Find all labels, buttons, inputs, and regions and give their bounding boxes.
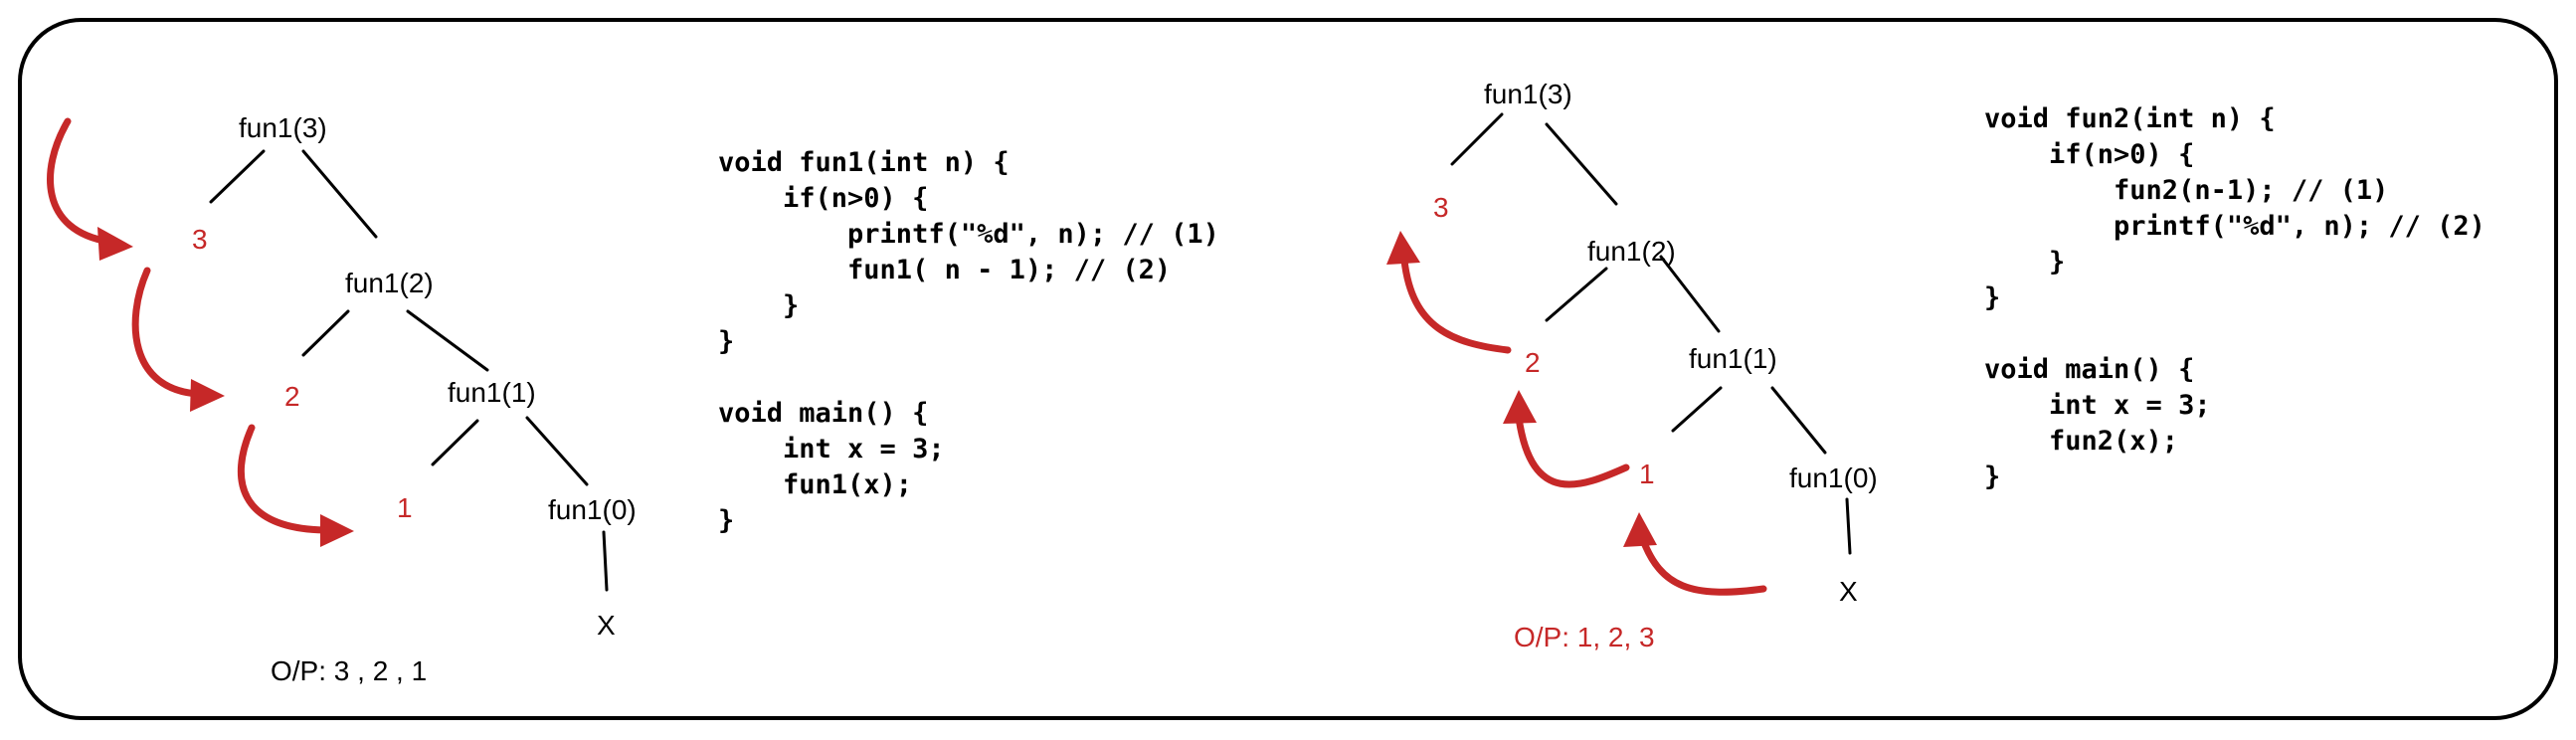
right-code-line-1: void fun2(int n) { bbox=[1984, 103, 2276, 134]
right-output-2: 2 bbox=[1525, 347, 1541, 378]
right-arrow-1-head bbox=[1623, 512, 1657, 547]
left-arrow-3 bbox=[237, 424, 328, 534]
left-code-line-8: void main() { bbox=[718, 398, 928, 429]
left-edge-1-out bbox=[431, 419, 479, 466]
right-edge-1-out bbox=[1671, 386, 1723, 433]
right-arrow-2 bbox=[1515, 414, 1630, 488]
left-arrow-1-head bbox=[97, 227, 133, 261]
right-node-x: X bbox=[1839, 576, 1858, 607]
left-code-line-4: fun1( n - 1); // (2) bbox=[718, 255, 1171, 285]
left-code-line-11: } bbox=[718, 505, 734, 536]
left-code-line-9: int x = 3; bbox=[718, 434, 945, 464]
right-code-line-10: fun2(x); bbox=[1984, 426, 2178, 457]
right-arrow-3 bbox=[1400, 257, 1512, 354]
left-edge-3-out bbox=[209, 149, 266, 204]
left-code-line-5: } bbox=[718, 290, 799, 321]
left-output-3: 3 bbox=[192, 224, 208, 255]
left-arrow-2-head bbox=[190, 379, 225, 412]
right-code-line-6: } bbox=[1984, 282, 2000, 313]
right-arrow-2-head bbox=[1503, 390, 1537, 424]
right-tree: fun1(3) fun1(2) fun1(1) fun1(0) X 3 2 1 … bbox=[1386, 79, 1878, 652]
left-edge-2-1 bbox=[406, 309, 489, 372]
right-code-line-9: int x = 3; bbox=[1984, 390, 2211, 421]
left-node-fun1-1: fun1(1) bbox=[448, 377, 536, 408]
left-node-fun1-0: fun1(0) bbox=[548, 494, 637, 525]
right-code-line-8: void main() { bbox=[1984, 354, 2194, 385]
left-edge-2-out bbox=[301, 309, 350, 357]
right-node-fun1-1: fun1(1) bbox=[1689, 343, 1777, 374]
left-tree: fun1(3) fun1(2) fun1(1) fun1(0) X 3 2 1 … bbox=[47, 112, 637, 686]
right-code-line-2: if(n>0) { bbox=[1984, 139, 2194, 170]
right-edge-2-out bbox=[1545, 267, 1608, 322]
right-edge-1-0 bbox=[1770, 386, 1827, 455]
right-code: void fun2(int n) { if(n>0) { fun2(n-1); … bbox=[1984, 103, 2485, 492]
left-output-2: 2 bbox=[284, 381, 300, 412]
left-edge-3-2 bbox=[301, 149, 378, 239]
right-edge-2-1 bbox=[1659, 255, 1721, 333]
right-edge-0-x bbox=[1845, 497, 1852, 555]
right-arrow-1 bbox=[1639, 536, 1767, 596]
left-node-fun1-2: fun1(2) bbox=[345, 268, 434, 298]
left-code-line-2: if(n>0) { bbox=[718, 183, 928, 214]
left-edge-0-x bbox=[602, 530, 609, 592]
left-node-fun1-3: fun1(3) bbox=[239, 112, 327, 143]
right-result: O/P: 1, 2, 3 bbox=[1514, 622, 1655, 652]
right-code-line-3: fun2(n-1); // (1) bbox=[1984, 175, 2388, 206]
right-edge-3-out bbox=[1450, 112, 1504, 166]
right-output-3: 3 bbox=[1433, 192, 1449, 223]
right-code-line-11: } bbox=[1984, 462, 2000, 492]
right-arrow-3-head bbox=[1386, 231, 1420, 265]
right-output-1: 1 bbox=[1639, 459, 1655, 489]
left-code-line-1: void fun1(int n) { bbox=[718, 147, 1010, 178]
right-code-line-5: } bbox=[1984, 247, 2065, 278]
left-output-1: 1 bbox=[397, 492, 413, 523]
right-node-fun1-0: fun1(0) bbox=[1789, 462, 1878, 493]
right-edge-3-2 bbox=[1545, 122, 1618, 206]
left-arrow-2 bbox=[131, 267, 203, 398]
right-node-fun1-2: fun1(2) bbox=[1587, 236, 1676, 267]
right-node-fun1-3: fun1(3) bbox=[1484, 79, 1572, 109]
left-edge-1-0 bbox=[525, 416, 589, 486]
left-code-line-3: printf("%d", n); // (1) bbox=[718, 219, 1219, 250]
right-code-line-4: printf("%d", n); // (2) bbox=[1984, 211, 2485, 242]
left-arrow-1 bbox=[47, 117, 113, 246]
left-code-line-10: fun1(x); bbox=[718, 469, 912, 500]
diagram-frame bbox=[18, 18, 2558, 720]
left-node-x: X bbox=[597, 610, 616, 641]
left-arrow-3-head bbox=[320, 514, 354, 547]
left-code-line-6: } bbox=[718, 326, 734, 357]
left-code: void fun1(int n) { if(n>0) { printf("%d"… bbox=[718, 147, 1219, 536]
left-result: O/P: 3 , 2 , 1 bbox=[271, 655, 427, 686]
